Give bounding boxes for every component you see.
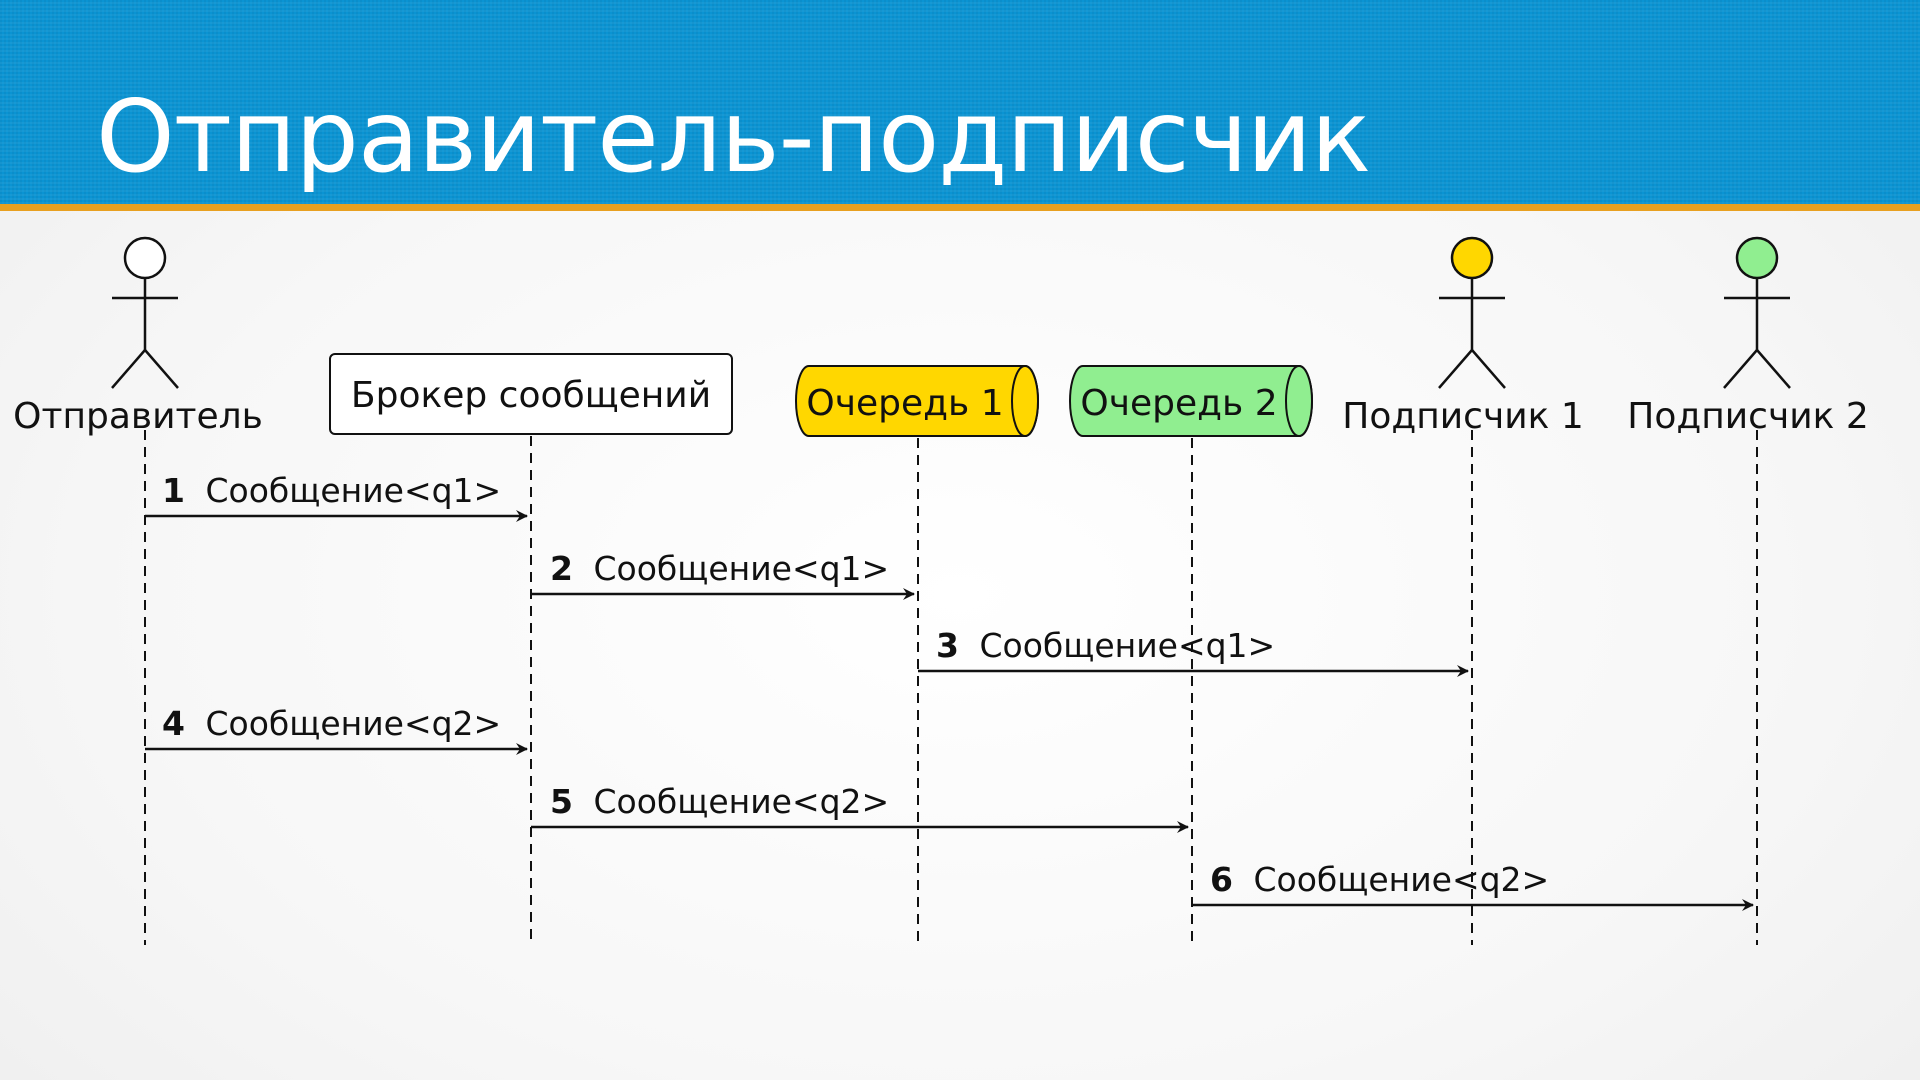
message-6-label: Сообщение<q2> [1253,860,1549,899]
message-3-label: Сообщение<q1> [979,626,1275,665]
queue-1-cylinder [795,365,1039,437]
message-4-number: 4 [162,704,185,743]
message-4-label: Сообщение<q2> [205,704,501,743]
queue-1-label: Очередь 1 [806,383,1003,424]
message-4: 4 Сообщение<q2> [145,704,528,755]
sender-actor [111,236,179,389]
subscriber-2-actor [1723,236,1791,389]
message-5-label: Сообщение<q2> [593,782,889,821]
sender-label: Отправитель [13,396,263,437]
subscriber-2-label: Подписчик 2 [1627,396,1868,437]
svg-text:2 Сообщение<q1>: 2 Сообщение<q1> [550,549,889,588]
message-6-number: 6 [1210,860,1233,899]
message-3: 3 Сообщение<q1> [918,626,1469,677]
message-1-label: Сообщение<q1> [205,471,501,510]
subscriber-1-actor [1438,236,1506,389]
message-2-number: 2 [550,549,573,588]
message-5-number: 5 [550,782,573,821]
message-5: 5 Сообщение<q2> [531,782,1189,833]
title-bar-rule [0,204,1920,211]
svg-text:5 Сообщение<q2>: 5 Сообщение<q2> [550,782,889,821]
svg-text:4 Сообщение<q2>: 4 Сообщение<q2> [162,704,501,743]
message-1: 1 Сообщение<q1> [145,471,528,522]
message-6: 6 Сообщение<q2> [1192,860,1754,911]
queue-2-cylinder [1069,365,1313,437]
svg-text:3 Сообщение<q1>: 3 Сообщение<q1> [936,626,1275,665]
subscriber-1-label: Подписчик 1 [1342,396,1583,437]
svg-text:6 Сообщение<q2>: 6 Сообщение<q2> [1210,860,1549,899]
message-3-number: 3 [936,626,959,665]
svg-text:1 Сообщение<q1>: 1 Сообщение<q1> [162,471,501,510]
broker-label: Брокер сообщений [351,375,711,416]
message-1-number: 1 [162,471,185,510]
broker-box [329,353,733,435]
queue-2-label: Очередь 2 [1080,383,1277,424]
title-bar [0,0,1920,204]
message-2: 2 Сообщение<q1> [531,549,915,600]
page-title: Отправитель-подписчик [96,78,1371,195]
message-2-label: Сообщение<q1> [593,549,889,588]
